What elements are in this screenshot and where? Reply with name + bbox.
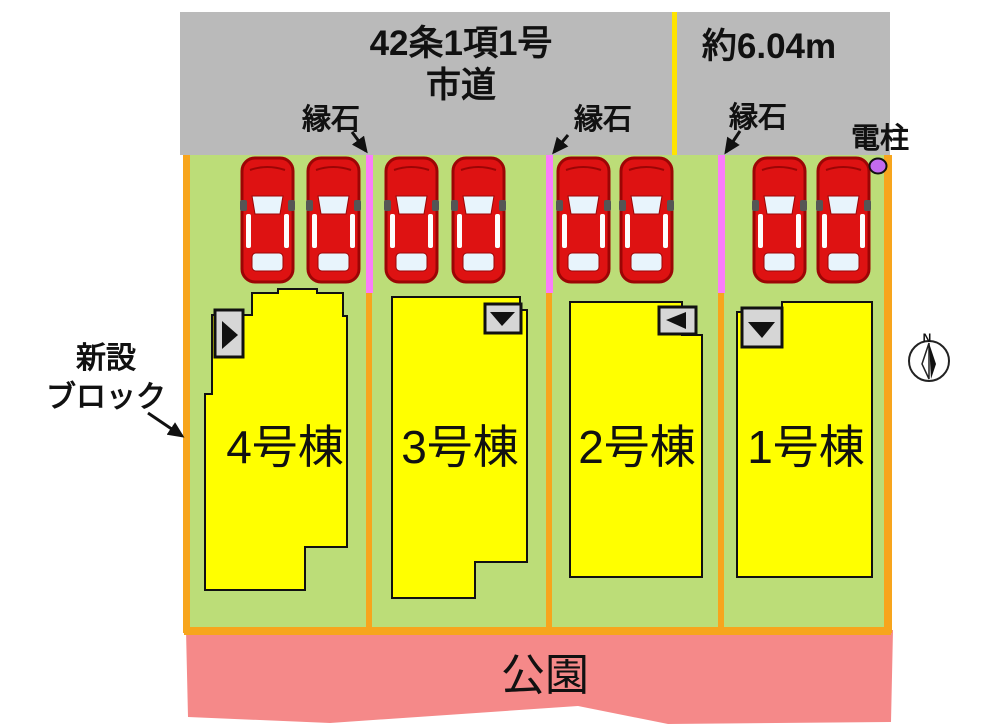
entrance-marker-building-3 bbox=[483, 302, 523, 335]
building-3-outline bbox=[391, 296, 528, 599]
entrance-marker-building-4 bbox=[213, 308, 245, 359]
curb-label-3: 縁石 bbox=[729, 101, 787, 134]
car-icon bbox=[382, 156, 441, 284]
arrow-down-icon bbox=[748, 322, 775, 338]
car-icon bbox=[617, 156, 676, 284]
curb-line-1 bbox=[366, 155, 373, 293]
park-area bbox=[186, 630, 893, 724]
arrow-left-icon bbox=[666, 312, 686, 329]
road-area bbox=[180, 12, 890, 155]
curb-arrow-1 bbox=[350, 131, 368, 154]
boundary-line-lot3-2 bbox=[546, 290, 552, 631]
compass-north-label: N bbox=[923, 331, 932, 345]
building-1-label: 1号棟 bbox=[747, 421, 865, 473]
park-label: 公園 bbox=[501, 651, 589, 700]
boundary-line-left bbox=[183, 155, 190, 633]
new-block-label-line2: ブロック bbox=[46, 380, 166, 414]
car-icon bbox=[449, 156, 508, 284]
entrance-marker-building-2 bbox=[657, 305, 698, 336]
boundary-line-right bbox=[884, 155, 892, 633]
road-regulation-label: 42条1項1号 bbox=[370, 24, 553, 63]
boundary-line-bottom bbox=[184, 627, 891, 635]
building-3-label: 3号棟 bbox=[401, 421, 519, 473]
building-4-outline bbox=[204, 288, 348, 591]
new-block-arrow bbox=[147, 411, 185, 438]
utility-pole-icon bbox=[868, 157, 888, 175]
curb-arrow-2 bbox=[552, 134, 570, 155]
car-icon bbox=[238, 156, 297, 284]
curb-line-2 bbox=[546, 155, 553, 293]
boundary-line-lot4-3 bbox=[366, 290, 372, 631]
car-icon bbox=[554, 156, 613, 284]
curb-arrow-3 bbox=[724, 130, 742, 155]
arrow-right-icon bbox=[222, 321, 238, 349]
entrance-marker-building-1 bbox=[740, 306, 784, 349]
utility-pole-label: 電柱 bbox=[851, 122, 909, 155]
boundary-line-lot2-1 bbox=[718, 290, 724, 631]
car-icon bbox=[750, 156, 809, 284]
curb-line-3 bbox=[718, 155, 725, 293]
road-width-label: 約6.04m bbox=[702, 27, 836, 66]
road-divider-line bbox=[672, 12, 677, 155]
compass-icon: N bbox=[908, 331, 950, 382]
car-icon bbox=[814, 156, 873, 284]
arrow-down-icon bbox=[490, 312, 515, 326]
road-type-label: 市道 bbox=[426, 66, 496, 105]
curb-label-2: 縁石 bbox=[574, 103, 632, 136]
building-2-label: 2号棟 bbox=[578, 421, 696, 473]
curb-label-1: 縁石 bbox=[302, 103, 360, 136]
building-2-outline bbox=[569, 301, 703, 578]
building-4-label: 4号棟 bbox=[226, 421, 344, 473]
new-block-label-line1: 新設 bbox=[75, 342, 137, 375]
car-icon bbox=[304, 156, 363, 284]
